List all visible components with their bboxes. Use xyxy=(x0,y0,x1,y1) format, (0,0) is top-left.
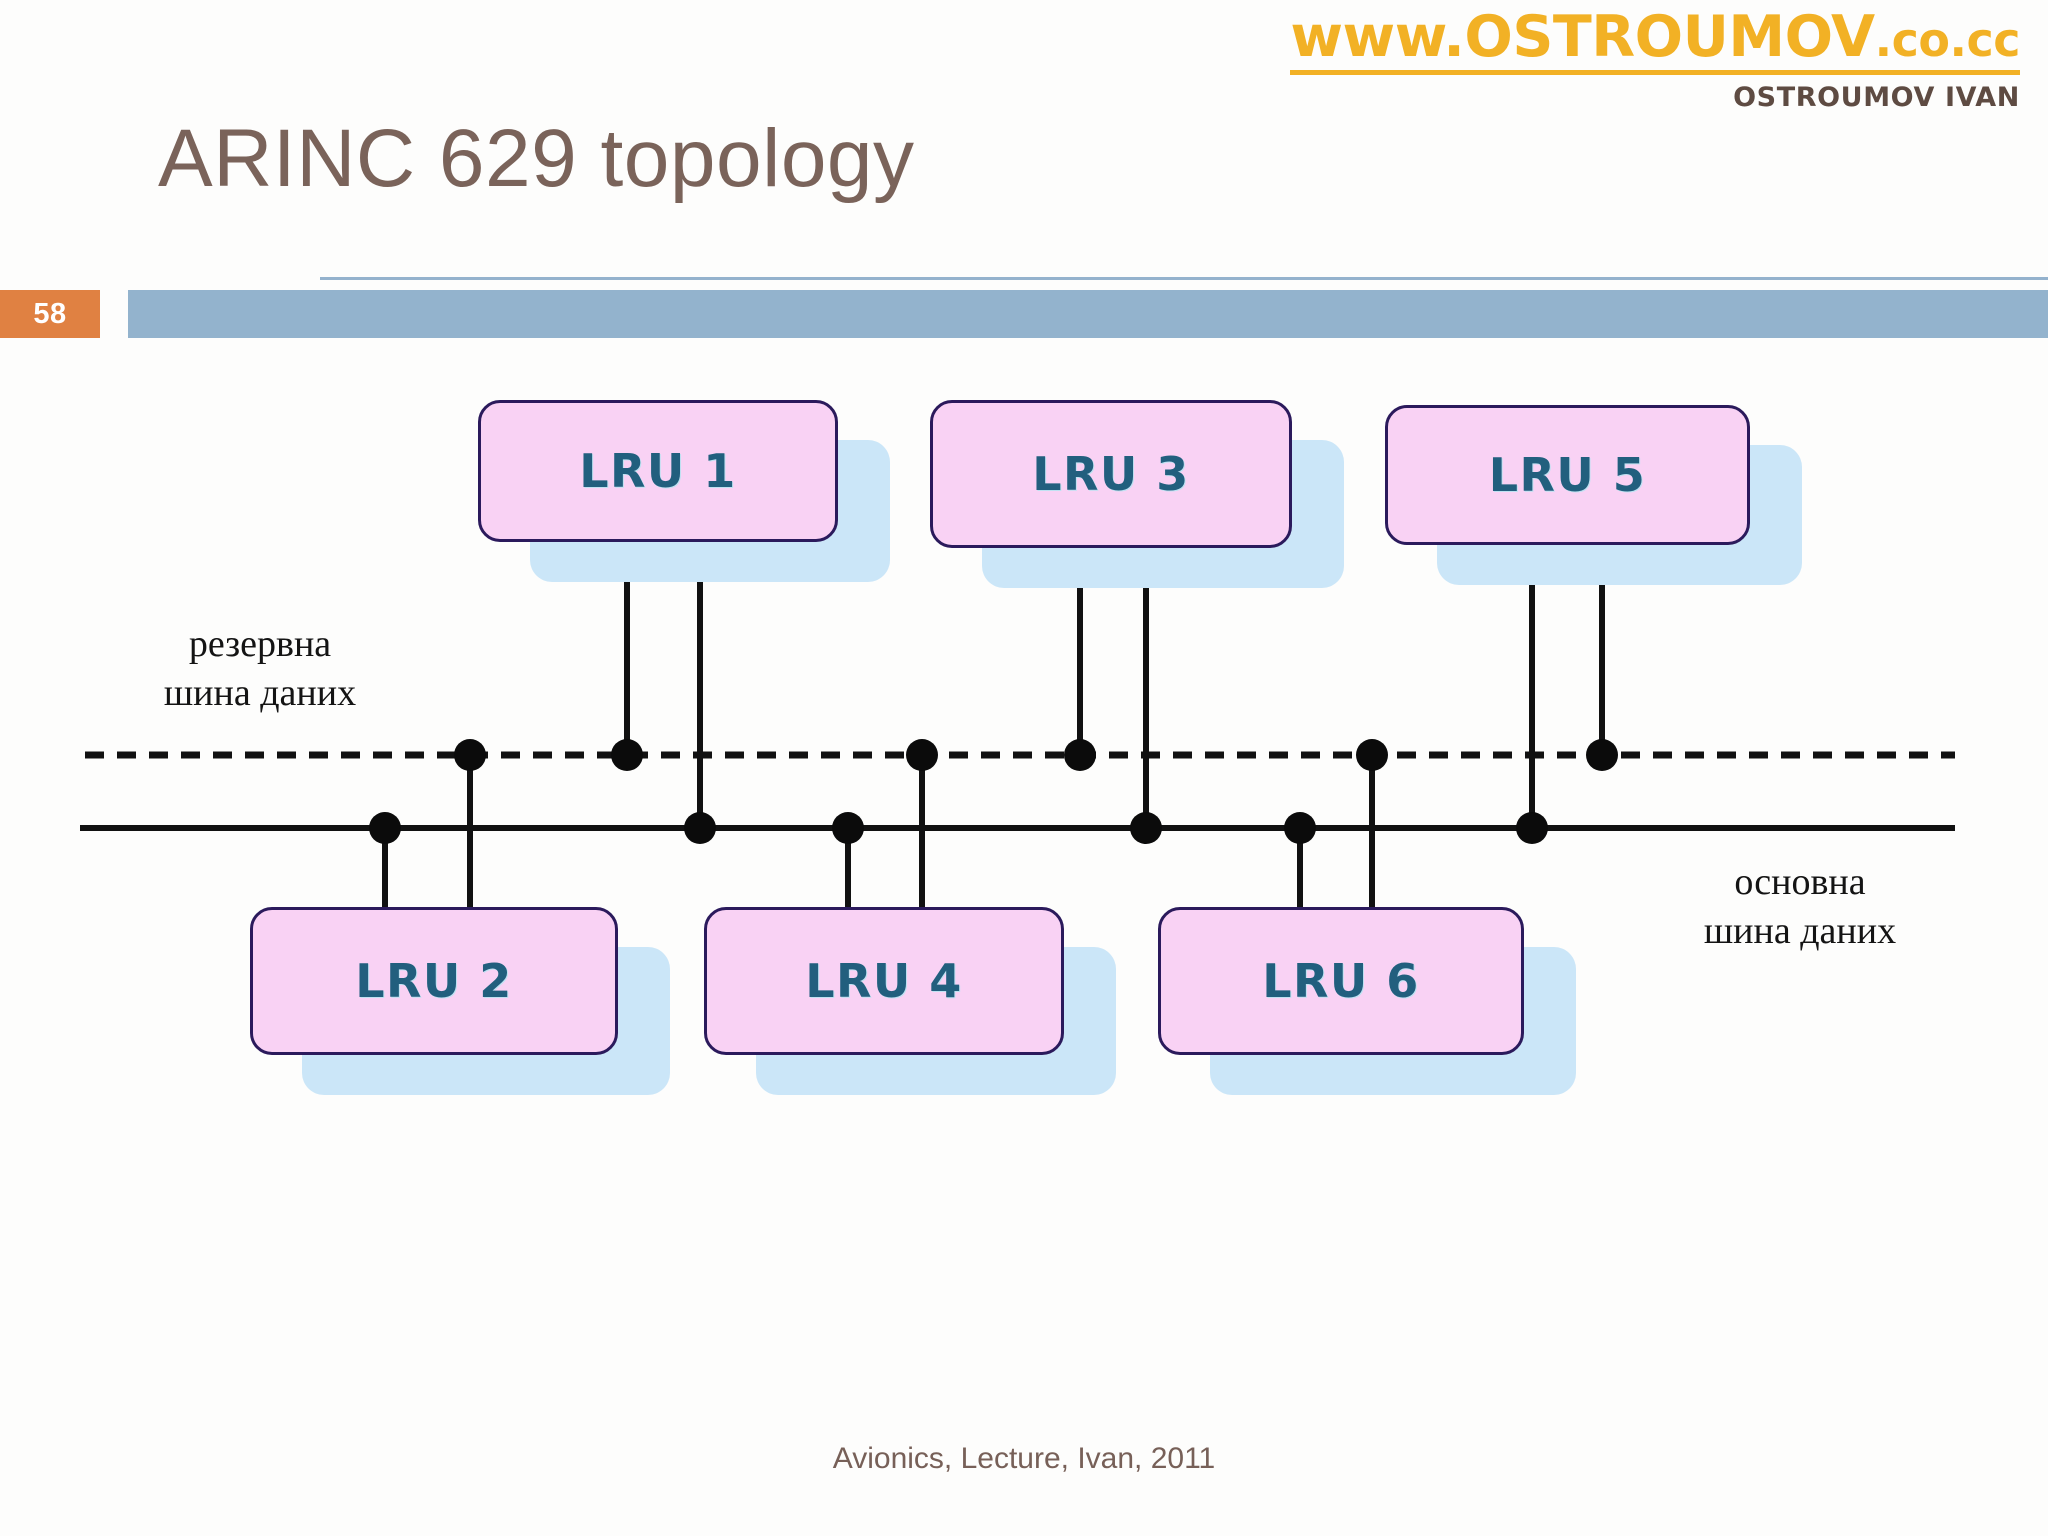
lru-box-lru6[interactable]: LRU 6 xyxy=(1158,907,1524,1055)
website-url-main: www.OSTROUMOV xyxy=(1290,4,1875,70)
lru-box-lru4[interactable]: LRU 4 xyxy=(704,907,1064,1055)
main-bus-label-line1: основна xyxy=(1734,861,1866,903)
lru-box-lru2[interactable]: LRU 2 xyxy=(250,907,618,1055)
arinc629-topology-diagram: LRU 1 LRU 3 LRU 5 LRU 2 LRU 4 LRU 6 резе… xyxy=(0,380,2048,1260)
lru-box-label: LRU 5 xyxy=(1488,448,1647,502)
page-title: ARINC 629 topology xyxy=(158,113,915,204)
junction-dot-main-lru1 xyxy=(684,812,716,844)
junction-dot-main-lru4 xyxy=(832,812,864,844)
junction-dot-reserve-lru6 xyxy=(1356,739,1388,771)
junction-dot-main-lru6 xyxy=(1284,812,1316,844)
reserve-bus-label-line1: резервна xyxy=(188,623,332,665)
lru-box-lru3[interactable]: LRU 3 xyxy=(930,400,1292,548)
junction-dot-reserve-lru3 xyxy=(1064,739,1096,771)
website-url-tld: .co.cc xyxy=(1874,13,2021,67)
main-bus-label-line2: шина даних xyxy=(1703,910,1897,953)
lru-box-label: LRU 6 xyxy=(1262,954,1420,1008)
title-banner-bar xyxy=(128,290,2048,338)
lru-box-lru5[interactable]: LRU 5 xyxy=(1385,405,1750,545)
title-divider-rule xyxy=(320,277,2048,280)
reserve-bus-label: резервна шина даних xyxy=(105,620,415,719)
lru-box-label: LRU 2 xyxy=(355,954,513,1008)
lru-box-label: LRU 1 xyxy=(579,444,737,498)
website-url-link[interactable]: www.OSTROUMOV.co.cc xyxy=(1290,7,2021,75)
footer-note: Avionics, Lecture, Ivan, 2011 xyxy=(832,1442,1216,1475)
lru-box-label: LRU 4 xyxy=(805,954,963,1008)
author-name: OSTROUMOV IVAN xyxy=(1733,81,2020,113)
lru-box-label: LRU 3 xyxy=(1032,447,1190,501)
junction-dot-reserve-lru4 xyxy=(906,739,938,771)
reserve-bus-label-line2: шина даних xyxy=(163,672,357,715)
junction-dot-reserve-lru2 xyxy=(454,739,486,771)
junction-dot-main-lru2 xyxy=(369,812,401,844)
junction-dot-main-lru3 xyxy=(1130,812,1162,844)
junction-dot-main-lru5 xyxy=(1516,812,1548,844)
brand-block: www.OSTROUMOV.co.cc OSTROUMOV IVAN xyxy=(900,7,2021,113)
slide-number-badge: 58 xyxy=(0,290,100,338)
main-bus-label: основна шина даних xyxy=(1640,858,1960,957)
lru-box-lru1[interactable]: LRU 1 xyxy=(478,400,838,542)
junction-dot-reserve-lru5 xyxy=(1586,739,1618,771)
junction-dot-reserve-lru1 xyxy=(611,739,643,771)
